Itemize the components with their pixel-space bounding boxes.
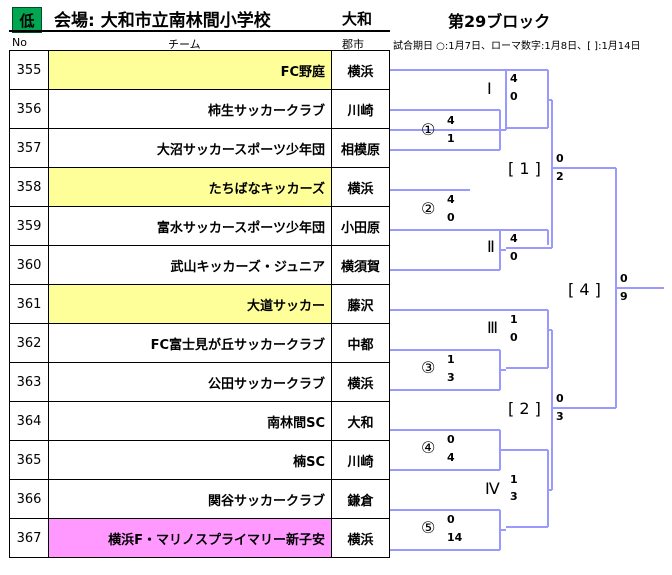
score-m4-top: 0	[447, 433, 455, 446]
team-city: 大和	[331, 401, 390, 441]
team-name: 関谷サッカークラブ	[48, 479, 332, 519]
score-m1-bottom: 1	[447, 132, 455, 145]
score-s1-top: 0	[556, 152, 564, 165]
header-underline	[9, 30, 390, 32]
match-label-r1: Ⅰ	[487, 79, 492, 98]
col-header-city: 郡市	[342, 38, 364, 51]
team-no: 356	[9, 89, 49, 129]
score-s2-top: 0	[556, 392, 564, 405]
team-no: 363	[9, 362, 49, 402]
team-city: 小田原	[331, 206, 390, 246]
match-label-f: [ 4 ]	[568, 280, 601, 299]
score-m4-bottom: 4	[447, 451, 455, 464]
score-r2-top: 4	[510, 232, 518, 245]
col-header-no: No	[12, 36, 27, 49]
team-city: 横須賀	[331, 245, 390, 285]
score-r1-bottom: 0	[510, 90, 518, 103]
venue-title: 会場: 大和市立南林間小学校	[54, 11, 271, 31]
match-label-r3: Ⅲ	[487, 318, 499, 337]
score-r3-top: 1	[510, 313, 518, 326]
team-city: 藤沢	[331, 284, 390, 324]
score-m3-top: 1	[447, 353, 455, 366]
score-m1-top: 4	[447, 114, 455, 127]
score-r2-bottom: 0	[510, 250, 518, 263]
match-label-r4: Ⅳ	[485, 479, 500, 498]
match-label-r2: Ⅱ	[487, 237, 495, 256]
col-header-team: チーム	[168, 38, 201, 51]
level-badge: 低	[12, 7, 42, 33]
match-label-m3: ③	[421, 358, 436, 377]
block-title: 第29ブロック	[448, 12, 551, 31]
score-s2-bottom: 3	[556, 410, 564, 423]
team-name: 楠SC	[48, 440, 332, 480]
team-name: 南林間SC	[48, 401, 332, 441]
venue-city: 大和	[342, 10, 373, 28]
team-city: 横浜	[331, 362, 390, 402]
score-r1-top: 4	[510, 72, 518, 85]
match-label-s2: [ 2 ]	[508, 399, 541, 418]
score-r4-top: 1	[510, 473, 518, 486]
match-label-m2: ②	[421, 199, 436, 218]
score-r3-bottom: 0	[510, 331, 518, 344]
team-name: 富水サッカースポーツ少年団	[48, 206, 332, 246]
match-label-s1: [ 1 ]	[508, 159, 541, 178]
team-name: 大道サッカー	[48, 284, 332, 324]
match-label-m5: ⑤	[421, 518, 436, 537]
team-city: 横浜	[331, 518, 390, 558]
score-m5-top: 0	[447, 513, 455, 526]
team-no: 364	[9, 401, 49, 441]
score-m2-bottom: 0	[447, 211, 455, 224]
team-city: 相模原	[331, 128, 390, 168]
match-label-m4: ④	[421, 438, 436, 457]
score-f-bottom: 9	[620, 290, 628, 303]
team-name: 柿生サッカークラブ	[48, 89, 332, 129]
team-city: 横浜	[331, 167, 390, 207]
team-city: 鎌倉	[331, 479, 390, 519]
team-city: 川崎	[331, 440, 390, 480]
score-f-top: 0	[620, 272, 628, 285]
team-no: 359	[9, 206, 49, 246]
score-m2-top: 4	[447, 193, 455, 206]
match-label-m1: ①	[421, 120, 436, 139]
score-m3-bottom: 3	[447, 371, 455, 384]
schedule-legend: 試合期日 ○:1月7日、ローマ数字:1月8日、[ ]:1月14日	[393, 41, 641, 52]
team-no: 365	[9, 440, 49, 480]
score-r4-bottom: 3	[510, 490, 518, 503]
score-s1-bottom: 2	[556, 170, 564, 183]
team-name: 大沼サッカースポーツ少年団	[48, 128, 332, 168]
score-m5-bottom: 14	[447, 531, 463, 544]
team-name: FC野庭	[48, 50, 332, 90]
